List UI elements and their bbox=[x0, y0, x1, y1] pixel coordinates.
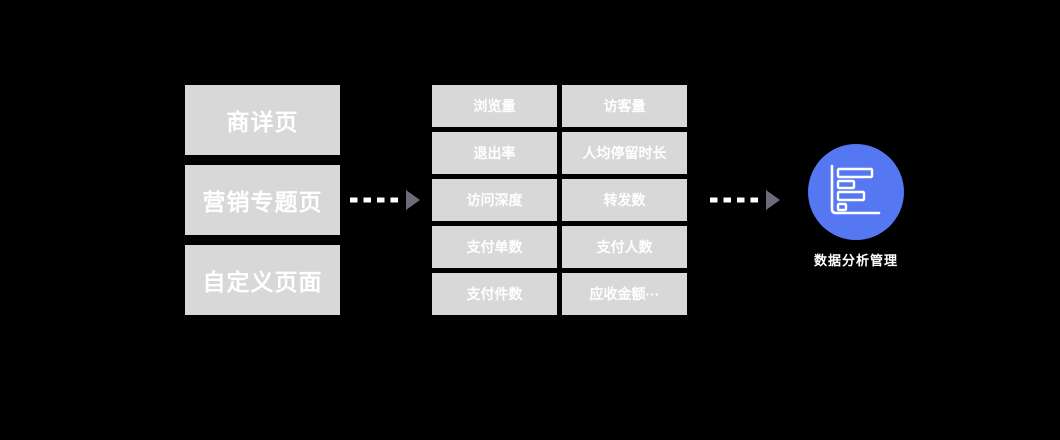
horizontal-bar-chart-icon bbox=[830, 164, 881, 215]
metric-cell-payment-users: 支付人数 bbox=[562, 226, 687, 268]
metric-cell-payment-orders: 支付单数 bbox=[432, 226, 557, 268]
metric-grid: 浏览量 访客量 退出率 人均停留时长 访问深度 转发数 支付单数 支付人数 支付… bbox=[432, 85, 687, 315]
analytics-label: 数据分析管理 bbox=[813, 253, 898, 268]
metric-cell-receivable-amount: 应收金额··· bbox=[562, 273, 687, 315]
metric-cell-shares: 转发数 bbox=[562, 179, 687, 221]
source-box-custom-page: 自定义页面 bbox=[185, 245, 340, 315]
arrow-head bbox=[406, 190, 420, 210]
analytics-circle bbox=[808, 144, 904, 240]
metric-cell-avg-stay-time: 人均停留时长 bbox=[562, 132, 687, 174]
source-box-marketing-page: 营销专题页 bbox=[185, 165, 340, 235]
metric-cell-exit-rate: 退出率 bbox=[432, 132, 557, 174]
metric-cell-payment-items: 支付件数 bbox=[432, 273, 557, 315]
dashed-arrow-right bbox=[710, 190, 780, 210]
metric-cell-visit-depth: 访问深度 bbox=[432, 179, 557, 221]
dashed-arrow-left bbox=[350, 190, 420, 210]
arrow-head bbox=[766, 190, 780, 210]
metric-cell-pageviews: 浏览量 bbox=[432, 85, 557, 127]
metric-cell-visitors: 访客量 bbox=[562, 85, 687, 127]
source-box-product-detail: 商详页 bbox=[185, 85, 340, 155]
